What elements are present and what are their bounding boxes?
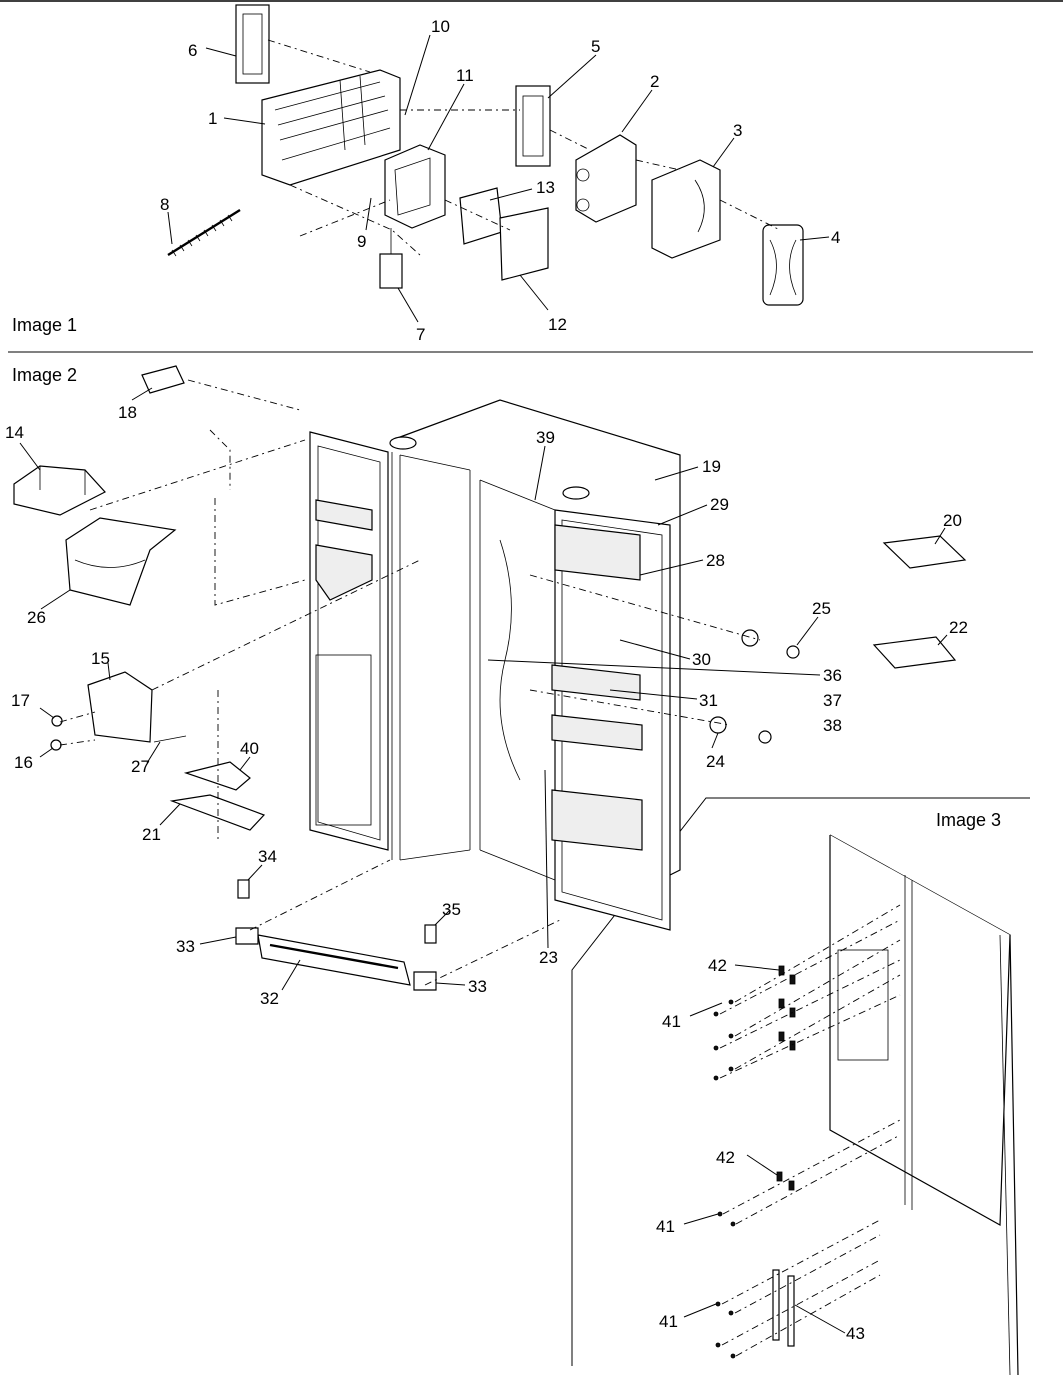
- part-15-plate: [87, 671, 153, 743]
- callout-24: 24: [706, 752, 725, 771]
- image-2-parts: [13, 365, 967, 991]
- callout-25: 25: [812, 599, 831, 618]
- section-label-image-2: Image 2: [12, 365, 77, 385]
- callout-43: 43: [846, 1324, 865, 1343]
- callout-14: 14: [5, 423, 24, 442]
- callout-20: 20: [943, 511, 962, 530]
- part-34: [237, 879, 250, 899]
- part-26-ice-bin: [65, 517, 177, 606]
- part-8-spring: [167, 208, 241, 257]
- callout-41-middle: 41: [656, 1217, 675, 1236]
- part-20-shelf: [882, 535, 967, 569]
- part-4-gasket: [762, 224, 804, 306]
- callout-12: 12: [548, 315, 567, 334]
- part-6-gasket: [235, 4, 270, 84]
- callout-41-bottom: 41: [659, 1312, 678, 1331]
- callout-9: 9: [357, 232, 366, 251]
- callout-3: 3: [733, 121, 742, 140]
- leader-lines: [19, 34, 948, 1334]
- door-bin-lower: [551, 789, 643, 851]
- callout-33-right: 33: [468, 977, 487, 996]
- callout-16: 16: [14, 753, 33, 772]
- part-25-cam: [741, 629, 759, 647]
- callout-27: 27: [131, 757, 150, 776]
- image-3-parts: [713, 834, 1019, 1375]
- callout-18: 18: [118, 403, 137, 422]
- part-43-strip-a: [772, 1269, 780, 1341]
- part-3-cover: [651, 159, 721, 259]
- callout-4: 4: [831, 228, 840, 247]
- callout-23: 23: [539, 948, 558, 967]
- callout-17: 17: [11, 691, 30, 710]
- part-18-cap: [141, 365, 185, 394]
- callout-8: 8: [160, 195, 169, 214]
- freezer-door: [309, 431, 389, 851]
- part-5-gasket: [515, 85, 551, 167]
- part-7-switch: [379, 253, 403, 289]
- part-24-cam: [709, 716, 727, 734]
- part-11-bracket: [384, 144, 446, 229]
- callout-5: 5: [591, 37, 600, 56]
- part-33-clip-right: [413, 971, 437, 991]
- callout-28: 28: [706, 551, 725, 570]
- callout-35: 35: [442, 900, 461, 919]
- part-2-valve: [575, 134, 637, 223]
- callout-21: 21: [142, 825, 161, 844]
- part-43-strip-b: [787, 1275, 795, 1347]
- callout-13: 13: [536, 178, 555, 197]
- callout-41-top: 41: [662, 1012, 681, 1031]
- callout-26: 26: [27, 608, 46, 627]
- callout-30: 30: [692, 650, 711, 669]
- part-32-grille: [257, 934, 411, 986]
- callout-33-left: 33: [176, 937, 195, 956]
- callout-6: 6: [188, 41, 197, 60]
- callout-34: 34: [258, 847, 277, 866]
- image-1-parts: [167, 4, 804, 306]
- callout-42-bottom: 42: [716, 1148, 735, 1167]
- callout-32: 32: [260, 989, 279, 1008]
- callout-labels: 6 10 5 11 2 3 1 13 8 9 4 7 12 18 14 39 1…: [5, 17, 968, 1343]
- callout-40: 40: [240, 739, 259, 758]
- callout-15: 15: [91, 649, 110, 668]
- callout-38: 38: [823, 716, 842, 735]
- part-12-plate: [499, 207, 549, 281]
- callout-10: 10: [431, 17, 450, 36]
- part-27-screw: [153, 735, 187, 743]
- callout-11: 11: [456, 66, 474, 85]
- door-bin-middle: [551, 714, 643, 751]
- part-1-housing: [261, 69, 401, 186]
- callout-29: 29: [710, 495, 729, 514]
- callout-39: 39: [536, 428, 555, 447]
- callout-1: 1: [208, 109, 217, 128]
- callout-2: 2: [650, 72, 659, 91]
- section-label-image-3: Image 3: [936, 810, 1001, 830]
- part-33-clip-left: [235, 927, 259, 945]
- callout-7: 7: [416, 325, 425, 344]
- section-label-image-1: Image 1: [12, 315, 77, 335]
- callout-31: 31: [699, 691, 718, 710]
- callout-36: 36: [823, 666, 842, 685]
- callout-42-top: 42: [708, 956, 727, 975]
- callout-37: 37: [823, 691, 842, 710]
- part-14-lid: [13, 465, 106, 516]
- callout-22: 22: [949, 618, 968, 637]
- callout-19: 19: [702, 457, 721, 476]
- part-35: [424, 924, 437, 944]
- part-13-board: [459, 187, 503, 245]
- part-22-shelf: [872, 636, 957, 669]
- dairy-compartment: [554, 524, 641, 581]
